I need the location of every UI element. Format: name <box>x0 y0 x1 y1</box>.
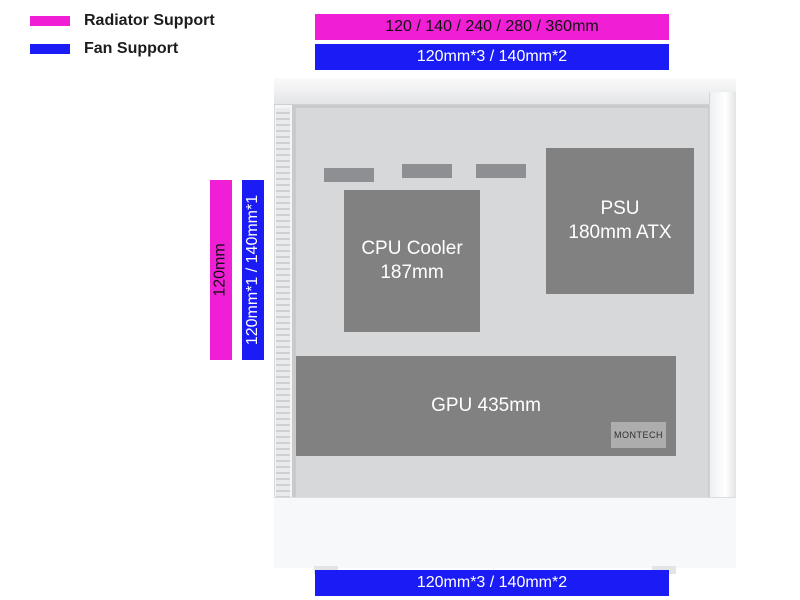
pc-case: PSU 180mm ATX CPU Cooler 187mm GPU 435mm… <box>274 78 736 574</box>
rear-radiator-bar: 120mm <box>210 180 232 360</box>
brand-logo: MONTECH <box>611 422 666 448</box>
top-fan-label: 120mm*3 / 140mm*2 <box>416 48 568 65</box>
legend-radiator-label: Radiator Support <box>84 12 215 29</box>
legend-fan-label: Fan Support <box>84 40 179 57</box>
rear-radiator-label: 120mm <box>212 243 230 297</box>
rear-fan-label: 120mm*1 / 140mm*1 <box>244 194 262 346</box>
front-glass-panel <box>709 92 736 562</box>
case-top-panel <box>274 78 736 105</box>
psu-zone: PSU 180mm ATX <box>546 148 694 294</box>
legend-radiator: Radiator Support <box>30 12 215 30</box>
fan-swatch <box>30 44 70 54</box>
psu-shroud-base <box>274 497 736 568</box>
cable-cutout <box>476 164 526 178</box>
bottom-fan-label: 120mm*3 / 140mm*2 <box>416 574 568 591</box>
gpu-zone: GPU 435mm MONTECH <box>296 356 676 456</box>
radiator-swatch <box>30 16 70 26</box>
cpu-size: 187mm <box>380 262 444 283</box>
cpu-title: CPU Cooler <box>361 238 463 259</box>
cable-cutout <box>324 168 374 182</box>
cable-cutout <box>402 164 452 178</box>
legend-fan: Fan Support <box>30 40 178 58</box>
top-fan-bar: 120mm*3 / 140mm*2 <box>315 44 669 70</box>
rear-fan-bar: 120mm*1 / 140mm*1 <box>242 180 264 360</box>
psu-title: PSU <box>600 198 640 219</box>
bottom-fan-bar: 120mm*3 / 140mm*2 <box>315 570 669 596</box>
gpu-title: GPU 435mm <box>431 395 541 416</box>
top-radiator-bar: 120 / 140 / 240 / 280 / 360mm <box>315 14 669 40</box>
top-radiator-label: 120 / 140 / 240 / 280 / 360mm <box>385 18 599 35</box>
psu-size: 180mm ATX <box>568 222 672 243</box>
cpu-cooler-zone: CPU Cooler 187mm <box>344 190 480 332</box>
rear-vent <box>276 108 290 548</box>
